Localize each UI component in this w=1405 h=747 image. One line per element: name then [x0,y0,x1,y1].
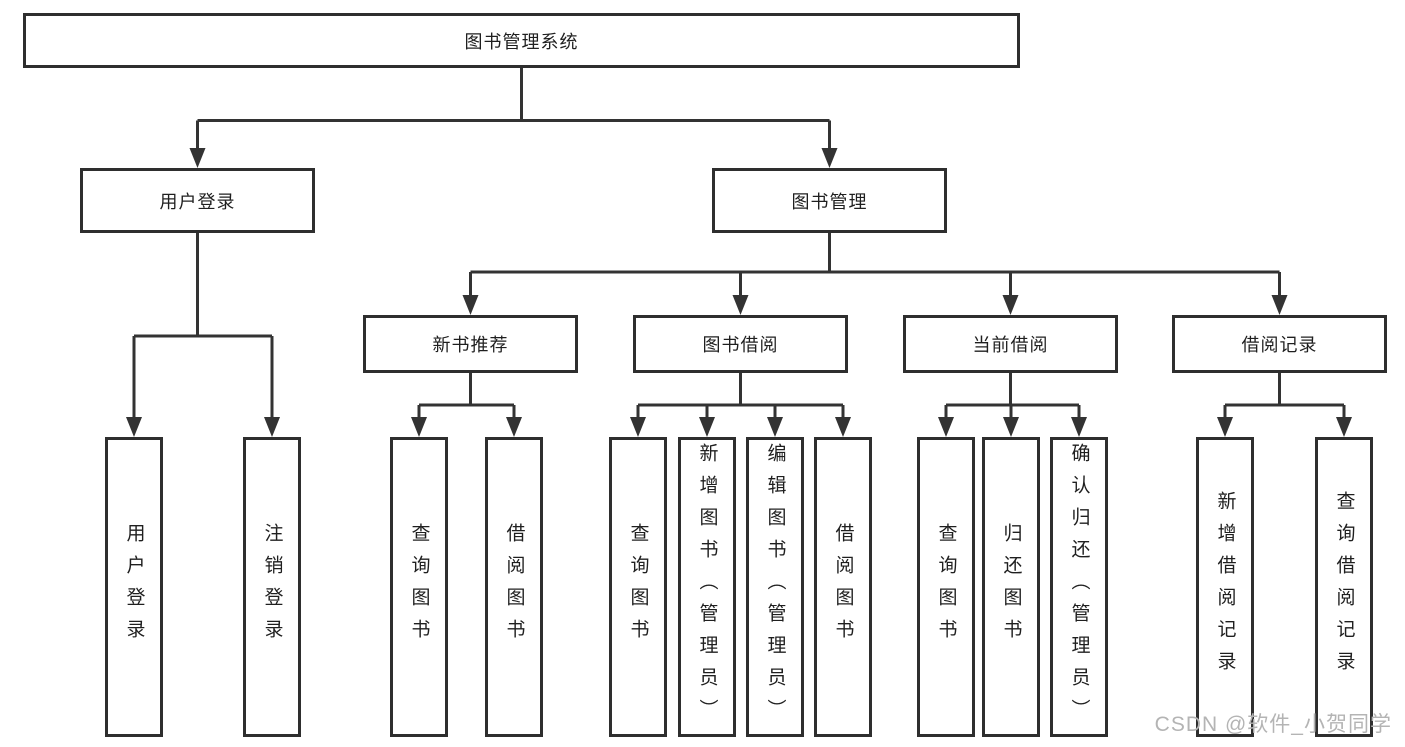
leaf-label: 用户登录 [123,523,145,651]
node-user-login: 用户登录 [80,168,315,233]
node-borrowing-records: 借阅记录 [1172,315,1387,373]
node-root-system: 图书管理系统 [23,13,1020,68]
leaf-logout: 注销登录 [243,437,301,737]
csdn-watermark: CSDN @软件_小贺同学 [1154,713,1392,736]
node-current-borrowing: 当前借阅 [903,315,1118,373]
leaf-borrow-books-borrowing: 借阅图书 [814,437,872,737]
node-book-borrowing: 图书借阅 [633,315,848,373]
leaf-label: 借阅图书 [832,523,854,651]
leaf-label: 借阅图书 [503,523,525,651]
leaf-query-books-recommend: 查询图书 [390,437,448,737]
leaf-label: 新增借阅记录 [1214,491,1236,683]
node-book-management: 图书管理 [712,168,947,233]
leaf-label: 确认归还（管理员） [1068,443,1090,731]
leaf-label: 注销登录 [261,523,283,651]
leaf-confirm-return-admin: 确认归还（管理员） [1050,437,1108,737]
leaf-label: 查询图书 [408,523,430,651]
leaf-label: 编辑图书（管理员） [764,443,786,731]
leaf-return-books: 归还图书 [982,437,1040,737]
leaf-add-book-admin: 新增图书（管理员） [678,437,736,737]
leaf-user-login: 用户登录 [105,437,163,737]
leaf-label: 新增图书（管理员） [696,443,718,731]
leaf-edit-book-admin: 编辑图书（管理员） [746,437,804,737]
leaf-label: 查询图书 [627,523,649,651]
leaf-label: 归还图书 [1000,523,1022,651]
leaf-query-books-current: 查询图书 [917,437,975,737]
leaf-query-books-borrowing: 查询图书 [609,437,667,737]
leaf-label: 查询图书 [935,523,957,651]
leaf-borrow-books-recommend: 借阅图书 [485,437,543,737]
leaf-label: 查询借阅记录 [1333,491,1355,683]
leaf-query-borrow-record: 查询借阅记录 [1315,437,1373,737]
leaf-add-borrow-record: 新增借阅记录 [1196,437,1254,737]
node-new-book-recommend: 新书推荐 [363,315,578,373]
